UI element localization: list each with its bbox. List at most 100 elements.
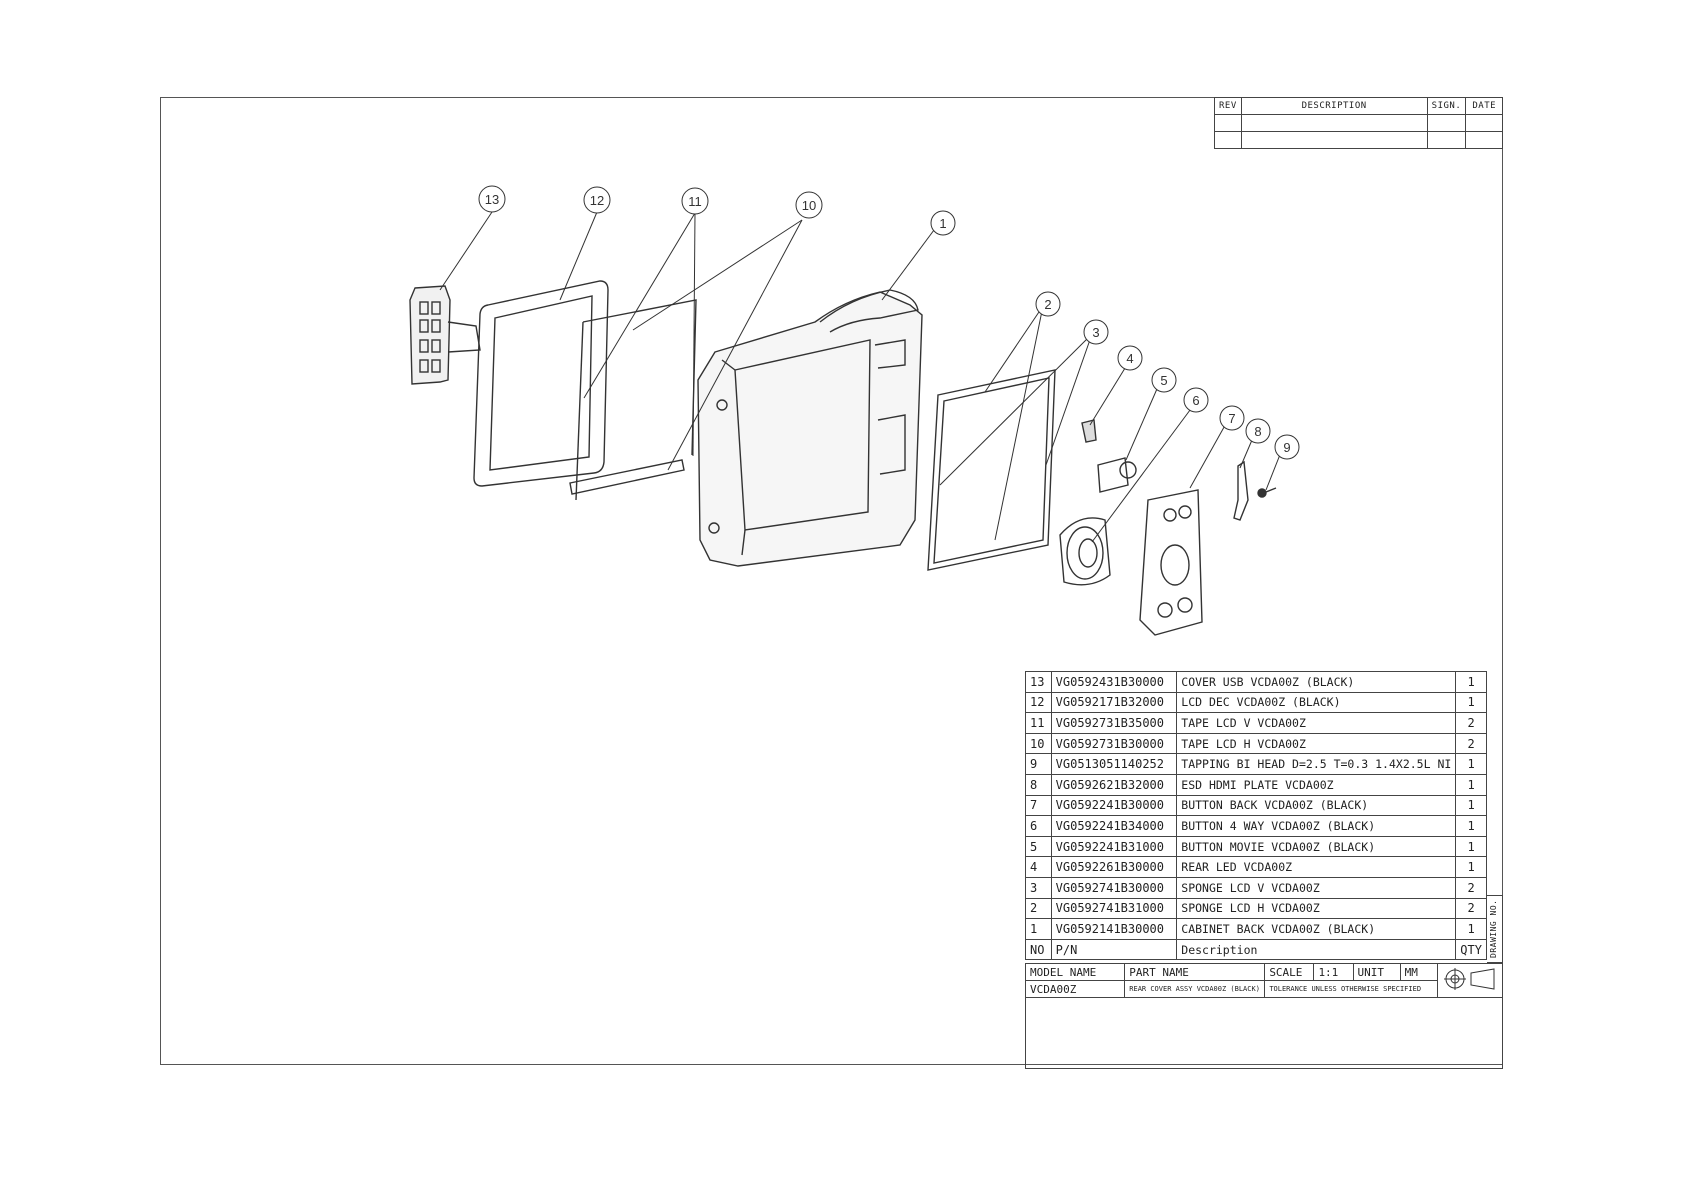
model-name-label: MODEL NAME — [1024, 963, 1126, 981]
bom-description-cell: LCD DEC VCDA00Z (BLACK) — [1176, 691, 1457, 714]
bom-description-cell: BUTTON 4 WAY VCDA00Z (BLACK) — [1176, 815, 1457, 837]
bom-pn-cell: VG0592741B30000 — [1050, 876, 1178, 899]
callout-12-label: 12 — [590, 193, 604, 208]
bom-description-cell: TAPE LCD V VCDA00Z — [1176, 712, 1457, 734]
part-8-esd-hdmi-plate — [1233, 460, 1249, 521]
title-block: MODEL NAME PART NAME SCALE 1:1 UNIT MM V… — [1024, 963, 1504, 1069]
bom-no-cell: 12 — [1025, 691, 1052, 714]
bom-no-cell: 1 — [1025, 918, 1052, 940]
callout-3 — [1083, 319, 1109, 345]
bom-pn-cell: VG0592431B30000 — [1050, 671, 1178, 693]
part-name-value: REAR COVER ASSY VCDA00Z (BLACK) — [1124, 980, 1266, 998]
bom-qty-cell: 2 — [1455, 732, 1487, 755]
bom-no-cell: 3 — [1025, 876, 1052, 899]
bom-pn-cell: VG0592741B31000 — [1050, 897, 1178, 920]
bom-description-cell: TAPE LCD H VCDA00Z — [1176, 732, 1457, 755]
bom-no-cell: 10 — [1025, 732, 1052, 755]
bom-qty-cell: 1 — [1455, 671, 1487, 693]
bom-description-cell: SPONGE LCD H VCDA00Z — [1176, 897, 1457, 920]
drawing-no-cell: DRAWING NO. — [1487, 895, 1503, 963]
callout-7-label: 7 — [1228, 411, 1235, 426]
drawing-sheet-border — [160, 97, 1503, 1065]
bom-header-row: NO P/N Description QTY — [1025, 938, 1487, 961]
part-10-tape-h — [569, 459, 685, 495]
callout-13-label: 13 — [485, 192, 499, 207]
callout-8 — [1245, 418, 1271, 444]
scale-value: 1:1 — [1313, 963, 1354, 981]
part-11-tape-v-2 — [575, 321, 584, 501]
bom-header-description: Description — [1176, 938, 1457, 961]
scale-label: SCALE — [1264, 963, 1315, 981]
part-4-rear-led — [1081, 419, 1097, 443]
bom-description-cell: CABINET BACK VCDA00Z (BLACK) — [1176, 918, 1457, 940]
callout-11 — [681, 187, 709, 215]
part-12-lcd-dec — [473, 280, 609, 487]
bom-no-cell: 7 — [1025, 794, 1052, 817]
callout-4-label: 4 — [1126, 351, 1133, 366]
bom-description-cell: COVER USB VCDA00Z (BLACK) — [1176, 671, 1457, 693]
part-13-cover-usb — [409, 285, 481, 385]
bom-description-cell: BUTTON BACK VCDA00Z (BLACK) — [1176, 794, 1457, 817]
callout-7 — [1219, 405, 1245, 431]
bom-qty-cell: 2 — [1455, 712, 1487, 734]
callout-2-label: 2 — [1044, 297, 1051, 312]
bom-pn-cell: VG0592241B31000 — [1050, 835, 1178, 858]
callout-balloons — [478, 185, 1300, 460]
callout-6 — [1183, 387, 1209, 413]
callout-1-label: 1 — [939, 216, 946, 231]
part-11-tape-v — [582, 299, 697, 456]
bom-qty-cell: 1 — [1455, 753, 1487, 775]
unit-label: UNIT — [1352, 963, 1401, 981]
drawing-no-label: DRAWING NO. — [1489, 899, 1498, 958]
bom-pn-cell: VG0592241B34000 — [1050, 815, 1178, 837]
callout-1 — [930, 210, 956, 236]
bom-qty-cell: 1 — [1455, 835, 1487, 858]
part-7-button-back — [1139, 489, 1203, 636]
bom-qty-cell: 1 — [1455, 815, 1487, 837]
revision-block: REV DESCRIPTION SIGN. DATE — [1214, 97, 1503, 149]
bom-qty-cell: 2 — [1455, 897, 1487, 920]
callout-5 — [1151, 367, 1177, 393]
projection-symbol-icon — [1443, 968, 1495, 990]
title-block-empty-area — [1025, 997, 1503, 1069]
callout-3-label: 3 — [1092, 325, 1099, 340]
bom-pn-cell: VG0592261B30000 — [1050, 856, 1178, 878]
callout-8-label: 8 — [1254, 424, 1261, 439]
bom-qty-cell: 1 — [1455, 691, 1487, 714]
projection-symbol — [1436, 963, 1504, 998]
callout-4 — [1117, 345, 1143, 371]
model-name-value: VCDA00Z — [1024, 980, 1126, 998]
bom-pn-cell: VG0592141B30000 — [1050, 918, 1178, 940]
callout-10 — [795, 191, 823, 219]
bom-qty-cell: 1 — [1455, 856, 1487, 878]
part-9-tapping-screw — [1257, 487, 1277, 498]
bom-qty-cell: 2 — [1455, 876, 1487, 899]
bom-pn-cell: VG0592241B30000 — [1050, 794, 1178, 817]
bom-description-cell: REAR LED VCDA00Z — [1176, 856, 1457, 878]
callout-13 — [478, 185, 506, 213]
bom-no-cell: 4 — [1025, 856, 1052, 878]
leader-lines — [439, 211, 1284, 543]
callout-11-label: 11 — [688, 194, 702, 209]
part-1-cabinet-back — [697, 289, 923, 567]
part-6-button-4way — [1059, 517, 1111, 586]
bom-header-pn: P/N — [1050, 938, 1178, 961]
part-name-label: PART NAME — [1124, 963, 1266, 981]
bom-pn-cell: VG0592731B35000 — [1050, 712, 1178, 734]
bom-pn-cell: VG0592171B32000 — [1050, 691, 1178, 714]
bom-header-no: NO — [1025, 938, 1052, 961]
bom-description-cell: SPONGE LCD V VCDA00Z — [1176, 876, 1457, 899]
bom-description-cell: TAPPING BI HEAD D=2.5 T=0.3 1.4X2.5L NI — [1176, 753, 1457, 775]
bom-header-qty: QTY — [1455, 938, 1487, 961]
